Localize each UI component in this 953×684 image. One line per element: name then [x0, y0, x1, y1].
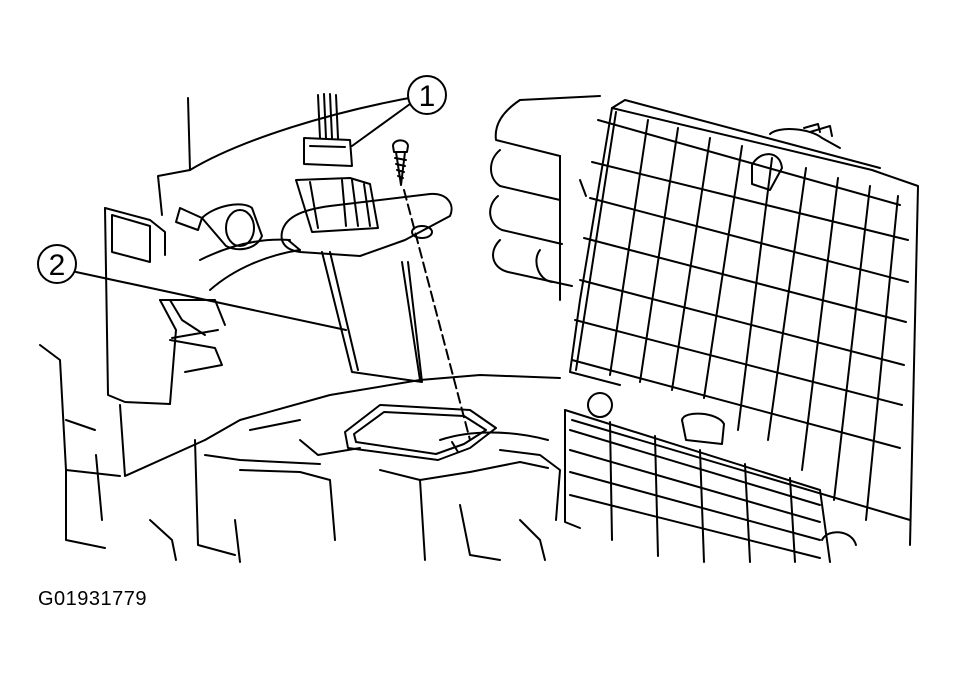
callout-2-number: 2: [49, 249, 66, 282]
callout-1-leader: [351, 103, 411, 147]
lower-grille: [564, 409, 831, 563]
wiring-harness-connector: [303, 93, 353, 167]
callout-2-leader: [75, 271, 347, 331]
heater-case-housing: [39, 95, 561, 563]
callout-1: 1: [407, 75, 447, 115]
screw-alignment-line: [403, 189, 471, 441]
blower-resistor: [280, 177, 453, 383]
callout-1-circle: [407, 75, 447, 115]
case-ribs: [489, 95, 601, 301]
side-connector: [175, 203, 263, 251]
callout-2-circle: [37, 244, 77, 284]
evaporator-filter-grille: [569, 99, 919, 546]
mounting-screw: [392, 139, 409, 186]
resistor-mounting-opening: [344, 404, 497, 461]
callout-1-number: 1: [419, 80, 436, 113]
figure-id-label: G01931779: [38, 588, 148, 610]
callout-2: 2: [37, 244, 77, 284]
